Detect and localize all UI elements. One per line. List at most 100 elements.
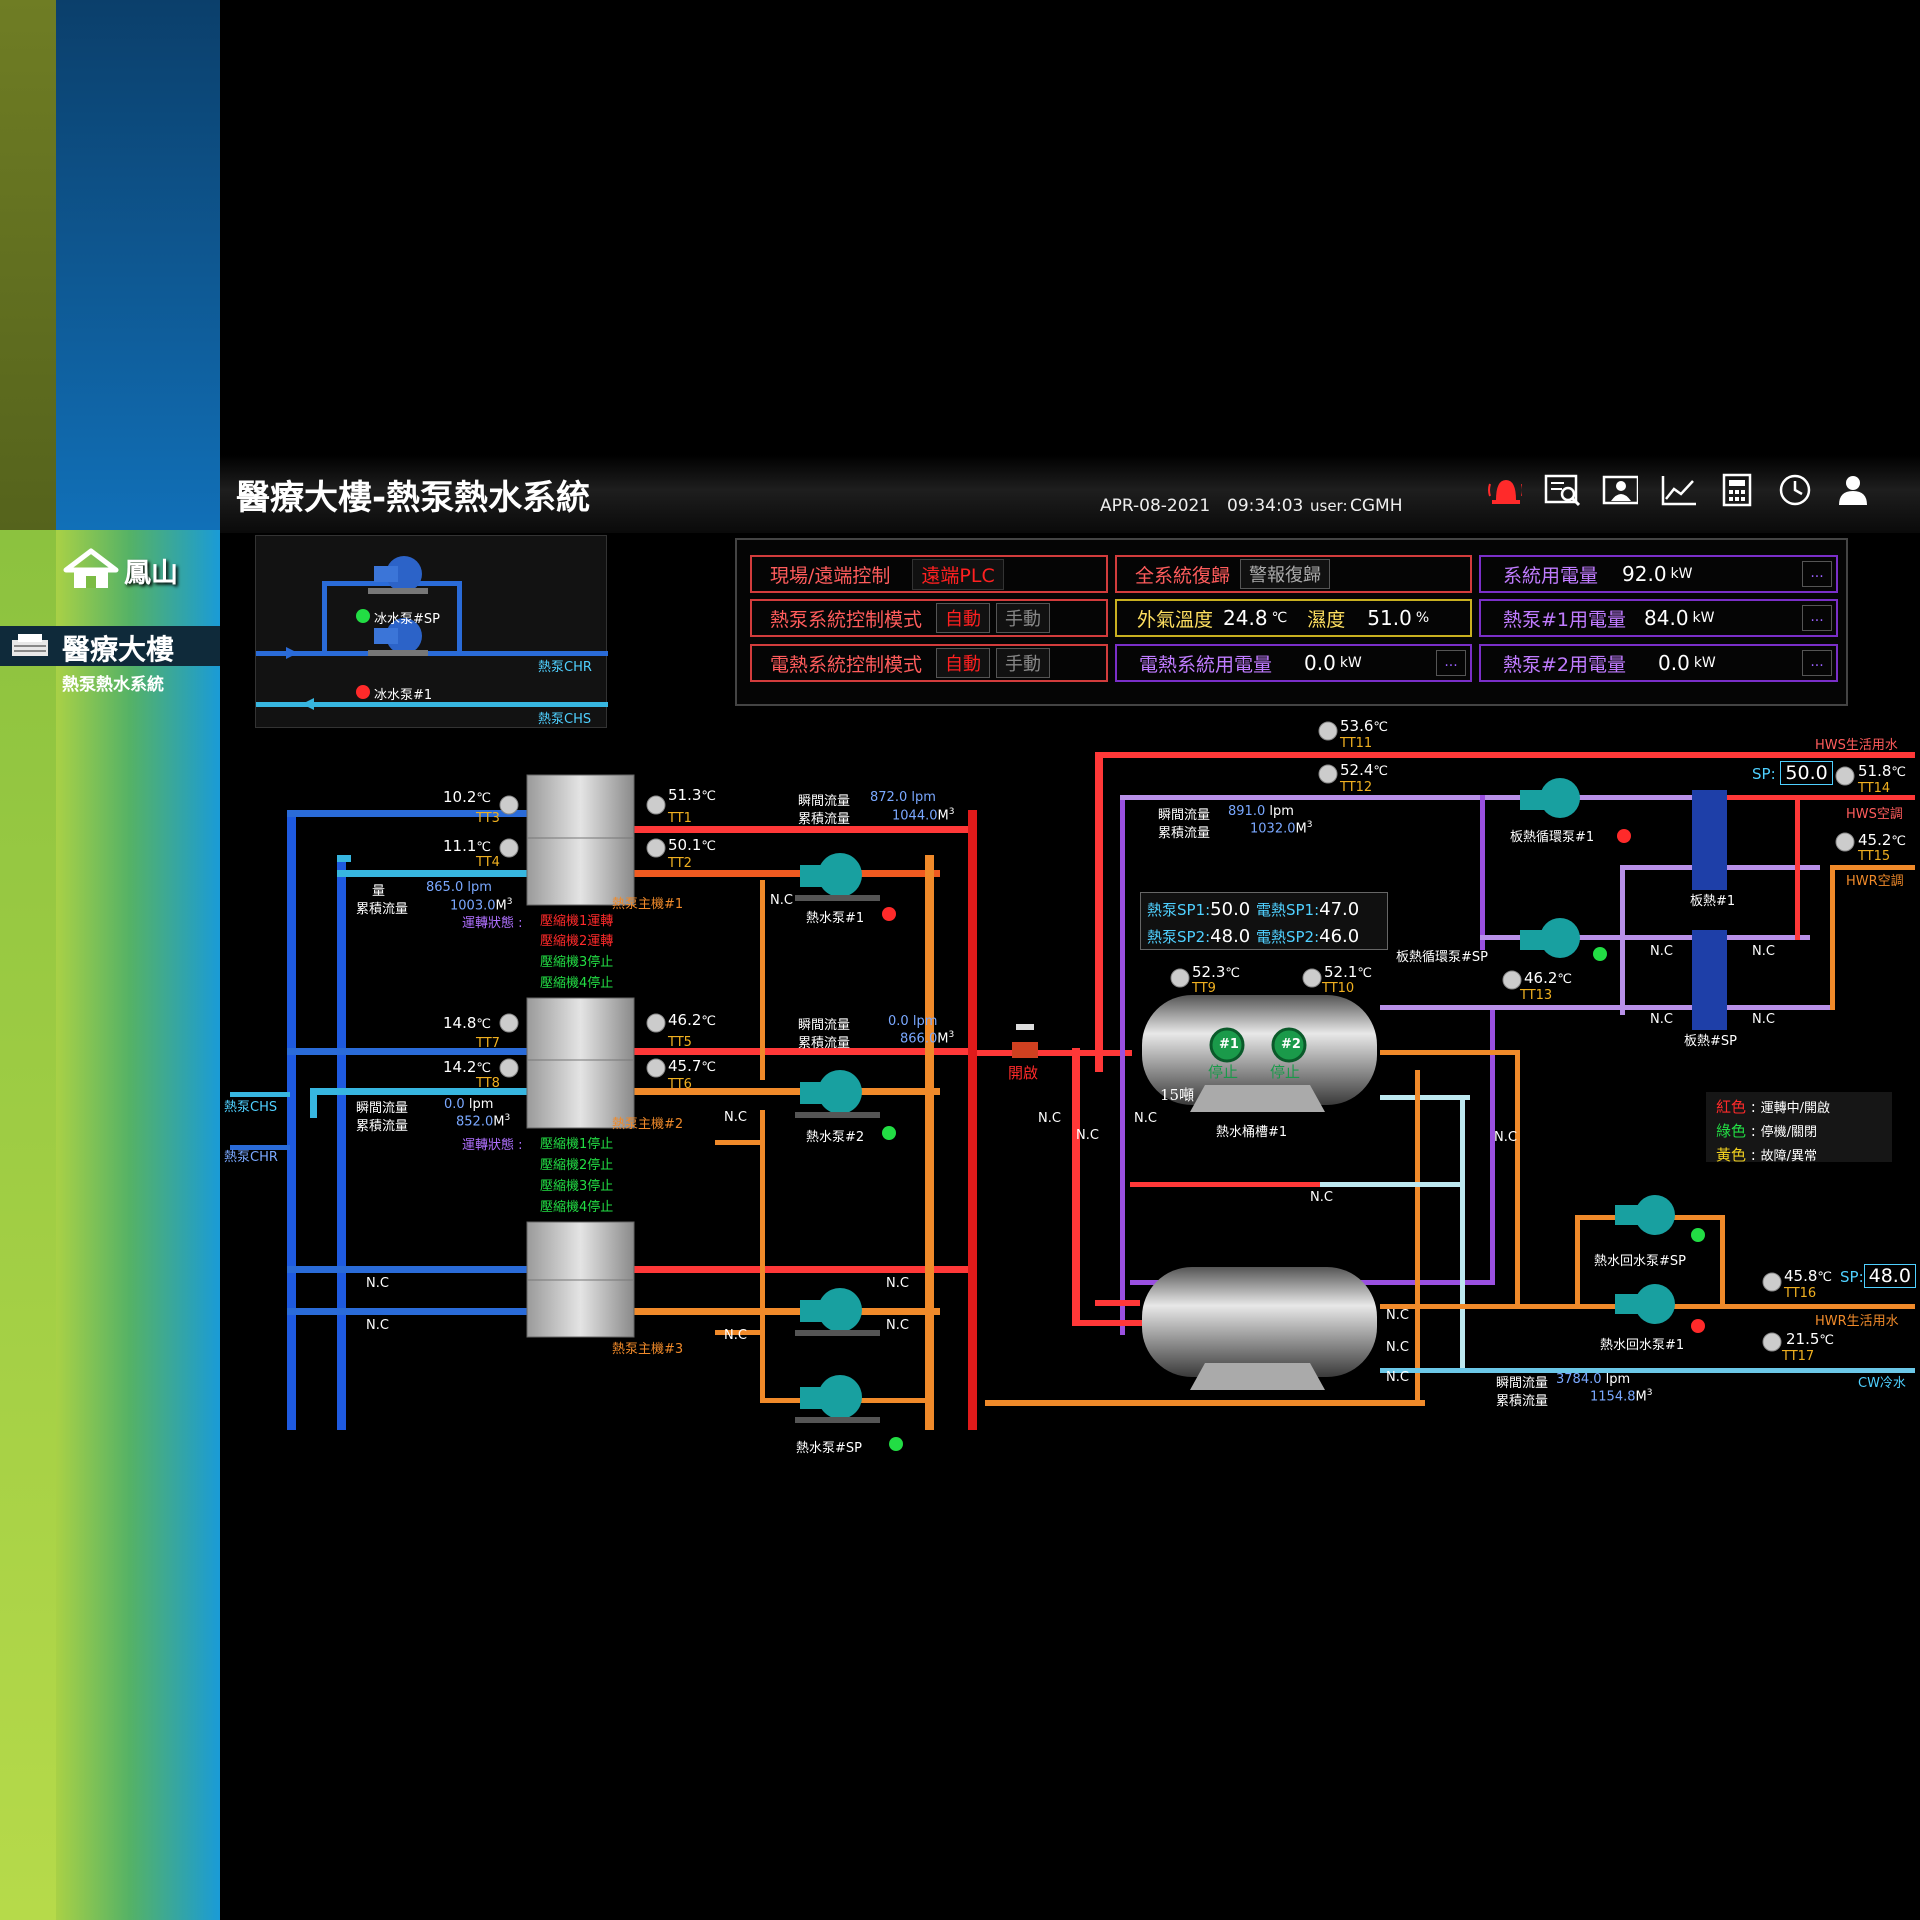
hot1-total-value: 1044.0M3 bbox=[892, 807, 955, 824]
status-indicator bbox=[882, 907, 896, 921]
header-user: CGMH bbox=[1350, 496, 1403, 516]
sidebar-item-selected[interactable]: 醫療大樓 bbox=[0, 626, 220, 666]
setpoint-row-2: 熱泵SP2:48.0 電熱SP2:46.0 bbox=[1147, 926, 1360, 947]
hp3-label: 熱泵主機#3 bbox=[612, 1342, 684, 1357]
status-indicator bbox=[1617, 829, 1631, 843]
nc-label: N.C bbox=[1386, 1340, 1409, 1355]
sidebar-subitem[interactable]: 熱泵熱水系統 bbox=[62, 675, 164, 695]
hot2-total-flow-label: 累積流量 bbox=[798, 1036, 851, 1051]
hp2-comp2: 壓縮機2停止 bbox=[540, 1158, 614, 1173]
trend-button[interactable] bbox=[1660, 472, 1696, 508]
nc-label: N.C bbox=[1386, 1370, 1409, 1385]
legend-green: 綠色 : 停機/關閉 bbox=[1716, 1122, 1817, 1140]
sidebar-top-band-blue bbox=[56, 0, 220, 530]
tt5-value: 46.2℃ bbox=[668, 1011, 717, 1029]
report-button[interactable] bbox=[1544, 472, 1580, 508]
tank-heater-2-state: 停止 bbox=[1270, 1063, 1301, 1081]
hp2-power-detail-button[interactable]: ... bbox=[1802, 650, 1832, 676]
hot1-total-flow-label: 累積流量 bbox=[798, 812, 851, 827]
cw-label: CW冷水 bbox=[1858, 1376, 1906, 1391]
user-card-icon bbox=[1602, 475, 1638, 505]
eh-power-unit: kW bbox=[1339, 655, 1362, 671]
hwr-sp[interactable]: SP:48.0 bbox=[1840, 1264, 1916, 1288]
eh-auto-button[interactable]: 自動 bbox=[936, 648, 991, 678]
users-button[interactable] bbox=[1602, 472, 1638, 508]
tt11-value: 53.6℃ bbox=[1340, 717, 1389, 735]
right-total-flow-label: 累積流量 bbox=[1158, 826, 1211, 841]
tank-button-2[interactable]: #2 bbox=[1281, 1037, 1301, 1052]
temp-gauges bbox=[499, 721, 1855, 1352]
phe-pump-sp-label: 板熱循環泵#SP bbox=[1396, 950, 1488, 965]
remote-plc-button[interactable]: 遠端PLC bbox=[912, 558, 1004, 590]
tt2-tag: TT2 bbox=[668, 856, 692, 871]
nc-label: N.C bbox=[1650, 944, 1673, 959]
tank-capacity: 15噸 bbox=[1160, 1086, 1195, 1104]
tt15-tag: TT15 bbox=[1858, 849, 1891, 864]
hp2-label: 熱泵主機#2 bbox=[612, 1117, 684, 1132]
toolbar bbox=[1486, 472, 1870, 508]
cw-total-flow-label: 累積流量 bbox=[1496, 1394, 1549, 1409]
cw-total-value: 1154.8M3 bbox=[1590, 1388, 1653, 1405]
user-icon bbox=[1839, 476, 1867, 505]
hp2-state-label: 運轉狀態 : bbox=[462, 1138, 523, 1153]
hws-ac-label: HWS空調 bbox=[1846, 807, 1903, 822]
return-pump-sp-label: 熱水回水泵#SP bbox=[1594, 1254, 1686, 1269]
tank-button-1[interactable]: #1 bbox=[1219, 1037, 1239, 1052]
outdoor-conditions: 外氣溫度 24.8 ℃ 濕度 51.0 % bbox=[1115, 599, 1472, 637]
local-remote-control: 現場/遠端控制 遠端PLC bbox=[750, 555, 1108, 593]
eh-power-label: 電熱系統用電量 bbox=[1139, 653, 1273, 676]
chw1-total-flow-label: 累積流量 bbox=[356, 902, 409, 917]
chr-label: 熱泵CHR bbox=[538, 660, 592, 675]
tt4-tag: TT4 bbox=[476, 855, 500, 870]
hp1-power: 熱泵#1用電量 84.0 kW ... bbox=[1479, 599, 1838, 637]
tt10-tag: TT10 bbox=[1322, 981, 1355, 996]
tt8-value: 14.2℃ bbox=[443, 1058, 492, 1076]
alarm-button[interactable] bbox=[1486, 472, 1522, 508]
nc-label: N.C bbox=[1076, 1128, 1099, 1143]
outdoor-temp-value: 24.8 bbox=[1223, 606, 1268, 630]
nc-label: N.C bbox=[1134, 1111, 1157, 1126]
chilled-pump-sp-graphic bbox=[368, 556, 428, 594]
nc-label: N.C bbox=[1386, 1308, 1409, 1323]
eh-manual-button[interactable]: 手動 bbox=[996, 648, 1051, 678]
humidity-label: 濕度 bbox=[1307, 608, 1346, 631]
tt14-tag: TT14 bbox=[1858, 781, 1891, 796]
hot-water-pumps bbox=[795, 853, 880, 1423]
hot-water-pipes bbox=[630, 810, 1425, 1430]
account-button[interactable] bbox=[1834, 472, 1870, 508]
hws-sp[interactable]: SP: 50.0 bbox=[1752, 761, 1833, 785]
sys-power-detail-button[interactable]: ... bbox=[1802, 561, 1832, 587]
tt17-tag: TT17 bbox=[1782, 1349, 1815, 1364]
alarm-reset-button[interactable]: 警報復歸 bbox=[1240, 559, 1331, 589]
calc-button[interactable] bbox=[1718, 472, 1754, 508]
open-valve-label[interactable]: 開啟 bbox=[1008, 1064, 1039, 1082]
hp-auto-button[interactable]: 自動 bbox=[936, 603, 991, 633]
hp2-power: 熱泵#2用電量 0.0 kW ... bbox=[1479, 644, 1838, 682]
clock-icon bbox=[1779, 474, 1811, 506]
hp1-comp2: 壓縮機2運轉 bbox=[540, 934, 614, 949]
hp-manual-button[interactable]: 手動 bbox=[996, 603, 1051, 633]
eh-power-detail-button[interactable]: ... bbox=[1436, 650, 1466, 676]
setpoint-row-1: 熱泵SP1:50.0 電熱SP1:47.0 bbox=[1147, 899, 1360, 920]
electric-heat-mode-label: 電熱系統控制模式 bbox=[770, 653, 923, 676]
hp-chr-label: 熱泵CHR bbox=[224, 1150, 278, 1165]
sidebar-home-label: 鳳山 bbox=[124, 557, 178, 589]
tt16-value: 45.8℃ bbox=[1784, 1267, 1833, 1285]
schedule-button[interactable] bbox=[1776, 472, 1812, 508]
hp1-power-detail-button[interactable]: ... bbox=[1802, 605, 1832, 631]
legend-red: 紅色 : 運轉中/開啟 bbox=[1716, 1098, 1830, 1116]
phe-sp-label: 板熱#SP bbox=[1684, 1034, 1737, 1049]
sidebar-gradient bbox=[56, 530, 220, 1920]
chiller-pump-panel[interactable]: 冰水泵#SP 冰水泵#1 熱泵CHR 熱泵CHS bbox=[255, 535, 608, 728]
heat-pump-mode: 熱泵系統控制模式 自動 手動 bbox=[750, 599, 1108, 637]
tt6-value: 45.7℃ bbox=[668, 1057, 717, 1075]
hp2-comp3: 壓縮機3停止 bbox=[540, 1179, 614, 1194]
system-reset-label: 全系統復歸 bbox=[1135, 564, 1231, 587]
hot-pump-1-label: 熱水泵#1 bbox=[806, 911, 865, 926]
setpoint-box[interactable]: 熱泵SP1:50.0 電熱SP1:47.0 熱泵SP2:48.0 電熱SP2:4… bbox=[1140, 892, 1388, 950]
eh-power-value: 0.0 bbox=[1304, 651, 1336, 675]
hp-chs-label: 熱泵CHS bbox=[224, 1100, 278, 1115]
sidebar-home[interactable]: 鳳山 bbox=[62, 548, 178, 592]
outdoor-temp-label: 外氣溫度 bbox=[1137, 608, 1214, 631]
